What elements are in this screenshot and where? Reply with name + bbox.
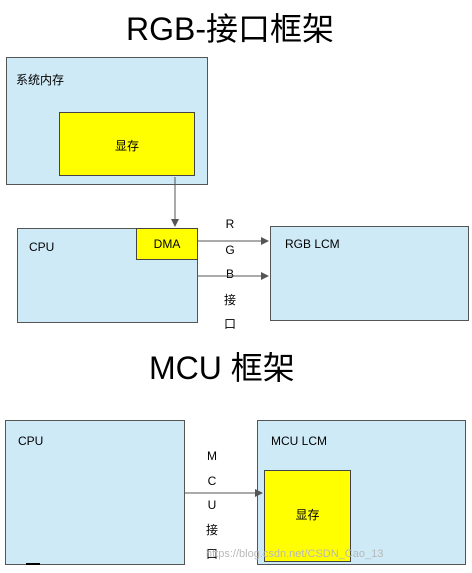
rgb-diagram-title: RGB-接口框架 xyxy=(126,11,335,47)
rgb-interface-letter-jie: 接 xyxy=(223,293,236,307)
rgb-vram-label: 显存 xyxy=(114,139,139,153)
mcu-vram-label: 显存 xyxy=(295,508,320,522)
rgb-vram-box: 显存 xyxy=(59,112,195,176)
mcu-cpu-box: CPU xyxy=(5,420,185,565)
mcu-interface-letter-kou: 口 xyxy=(205,547,218,561)
mcu-cpu-label: CPU xyxy=(18,434,44,448)
rgb-cpu-label: CPU xyxy=(29,240,55,254)
watermark: https://blog.csdn.net/CSDN_Cao_13 xyxy=(206,548,384,560)
system-memory-label: 系统内存 xyxy=(16,73,65,87)
rgb-cpu-box: CPU xyxy=(17,228,198,323)
mcu-interface-letter-c: C xyxy=(207,474,217,488)
mcu-lcm-label: MCU LCM xyxy=(271,434,327,448)
rgb-interface-letter-b: B xyxy=(225,267,234,281)
rgb-lcm-label: RGB LCM xyxy=(285,237,340,251)
rgb-interface-letter-kou: 口 xyxy=(223,317,236,331)
rgb-interface-letter-g: G xyxy=(225,243,235,257)
mcu-vram-box: 显存 xyxy=(264,470,351,562)
mcu-interface-letter-m: M xyxy=(207,449,217,463)
mcu-interface-letter-jie: 接 xyxy=(205,523,218,537)
rgb-interface-letter-r: R xyxy=(225,217,235,231)
dma-label: DMA xyxy=(153,237,181,251)
dma-box: DMA xyxy=(136,228,198,260)
mcu-interface-letter-u: U xyxy=(207,498,217,512)
rgb-lcm-box: RGB LCM xyxy=(270,226,469,321)
mcu-diagram-title: MCU 框架 xyxy=(149,350,295,386)
